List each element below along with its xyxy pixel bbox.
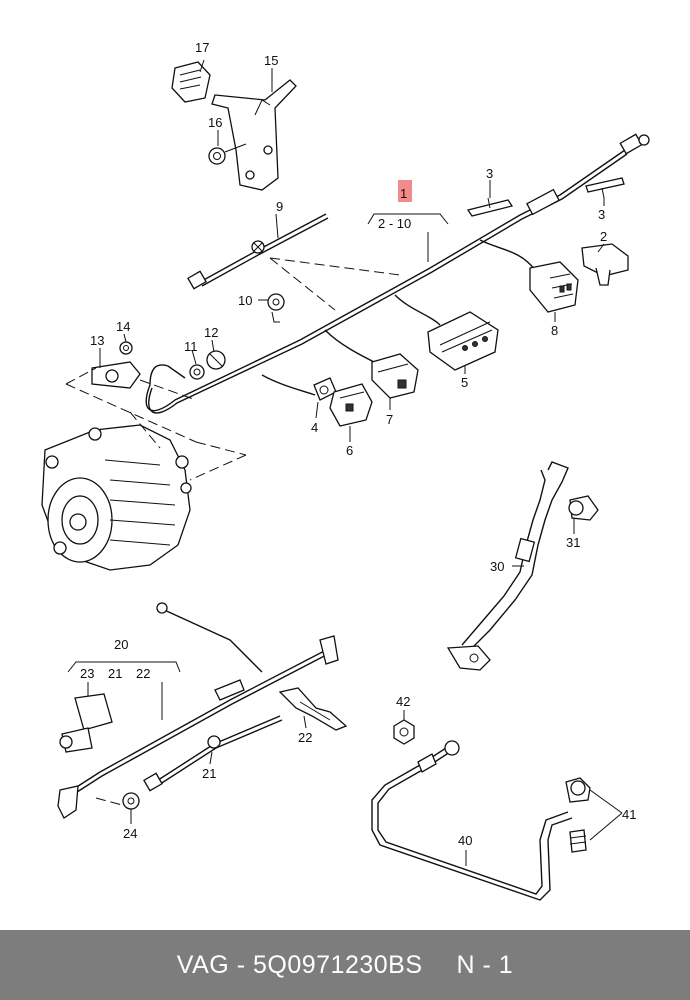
holder-2 bbox=[581, 243, 629, 286]
callout-2: 2 bbox=[600, 229, 607, 244]
connector-7 bbox=[371, 353, 419, 399]
connector-8 bbox=[529, 261, 579, 313]
callout-8: 8 bbox=[551, 323, 558, 338]
separator: - bbox=[236, 950, 246, 979]
callout-3-upper: 3 bbox=[486, 166, 493, 181]
cable-tie-9 bbox=[187, 213, 329, 290]
callout-14: 14 bbox=[116, 319, 130, 334]
callout-3-right: 3 bbox=[598, 207, 605, 222]
bolts-41 bbox=[565, 777, 591, 853]
nut-42 bbox=[393, 719, 415, 745]
callout-9: 9 bbox=[276, 199, 283, 214]
callout-15: 15 bbox=[264, 53, 278, 68]
callout-1-highlight bbox=[398, 180, 412, 202]
clip-3-right bbox=[585, 177, 625, 199]
connector-4 bbox=[313, 377, 337, 401]
callout-21-header: 21 bbox=[108, 666, 122, 681]
callout-41: 41 bbox=[622, 807, 636, 822]
harness-20 bbox=[57, 602, 339, 819]
callout-42: 42 bbox=[396, 694, 410, 709]
nut-24 bbox=[122, 792, 140, 810]
callout-21: 21 bbox=[202, 766, 216, 781]
callout-7: 7 bbox=[386, 412, 393, 427]
callout-13: 13 bbox=[90, 333, 104, 348]
connector-5 bbox=[427, 311, 499, 371]
sensor-23 bbox=[59, 693, 113, 753]
callout-5: 5 bbox=[461, 375, 468, 390]
callout-labels: 1 2 - 10 3 3 2 8 5 7 4 6 9 10 11 12 13 1… bbox=[80, 40, 636, 848]
callout-30: 30 bbox=[490, 559, 504, 574]
callout-6: 6 bbox=[346, 443, 353, 458]
callout-20: 20 bbox=[114, 637, 128, 652]
grommet-11-12 bbox=[189, 350, 226, 380]
part-number-footer: VAG - 5Q0971230BS N - 1 bbox=[0, 930, 690, 1000]
callout-22: 22 bbox=[298, 730, 312, 745]
callout-17: 17 bbox=[195, 40, 209, 55]
main-harness bbox=[145, 133, 650, 414]
callout-10: 10 bbox=[238, 293, 252, 308]
callout-40: 40 bbox=[458, 833, 472, 848]
battery-cable-30 bbox=[446, 461, 569, 671]
connector-17 bbox=[171, 61, 211, 103]
callout-12: 12 bbox=[204, 325, 218, 340]
bracket-13-nut-14 bbox=[91, 341, 141, 389]
leader-lines bbox=[67, 59, 623, 866]
clip-10 bbox=[267, 293, 285, 323]
part-number: 5Q0971230BS bbox=[252, 950, 423, 979]
callout-11: 11 bbox=[184, 339, 198, 354]
callout-23: 23 bbox=[80, 666, 94, 681]
brand-label: VAG bbox=[176, 950, 230, 979]
callout-31: 31 bbox=[566, 535, 580, 550]
parts-diagram: 1 2 - 10 3 3 2 8 5 7 4 6 9 10 11 12 13 1… bbox=[41, 40, 650, 901]
callout-24: 24 bbox=[123, 826, 137, 841]
bolt-16 bbox=[208, 143, 247, 165]
ground-cable-40 bbox=[371, 740, 573, 901]
callout-22-header: 22 bbox=[136, 666, 150, 681]
cable-tie-21 bbox=[143, 715, 283, 792]
callout-16: 16 bbox=[208, 115, 222, 130]
position-label: N - 1 bbox=[456, 950, 514, 979]
callout-4: 4 bbox=[311, 420, 318, 435]
clip-22 bbox=[278, 687, 348, 731]
connector-6 bbox=[329, 383, 373, 427]
clip-3-upper bbox=[466, 197, 514, 217]
bolt-31 bbox=[568, 495, 599, 521]
bracket-assembly bbox=[171, 61, 297, 191]
alternator bbox=[41, 424, 192, 571]
harness-end-connector bbox=[619, 133, 650, 155]
harness-sleeve bbox=[526, 188, 560, 216]
callout-2-10: 2 - 10 bbox=[378, 216, 411, 231]
callout-1: 1 bbox=[400, 186, 407, 201]
